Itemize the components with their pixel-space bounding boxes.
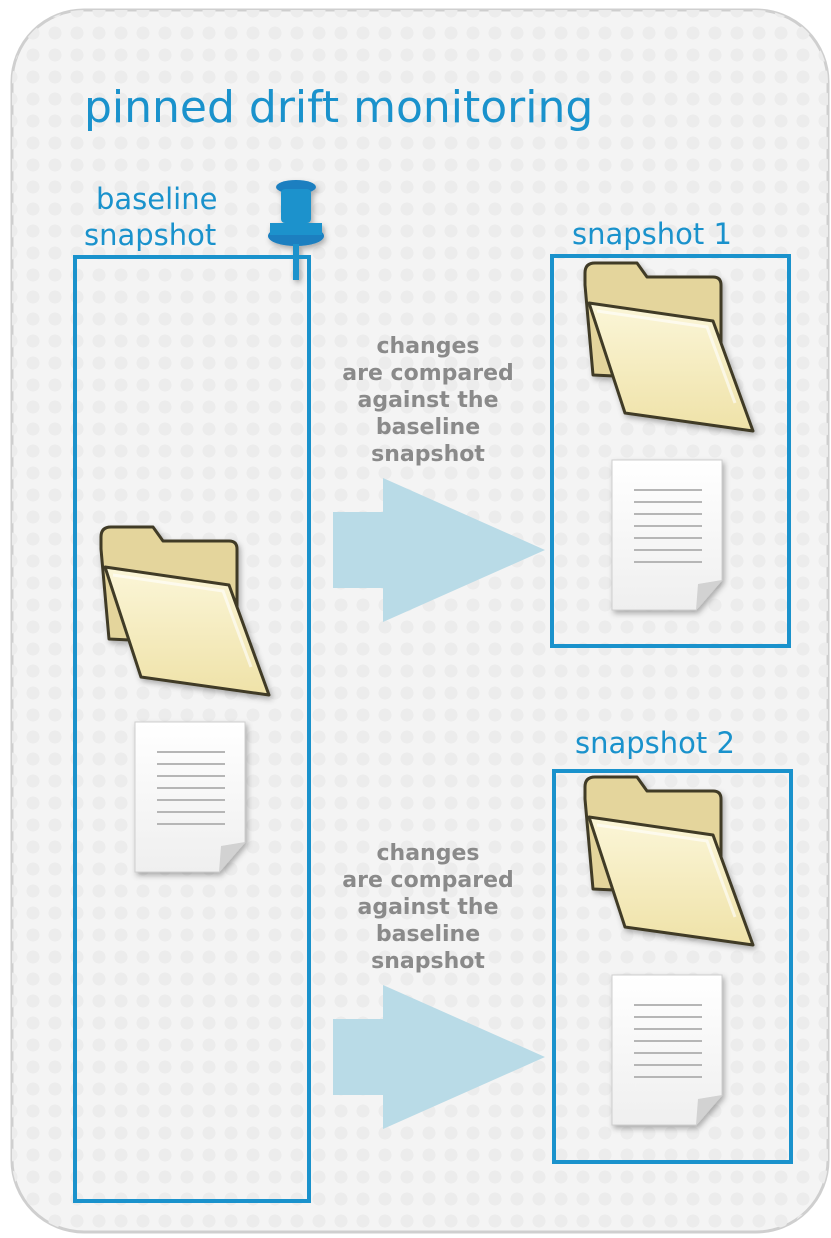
note-line: snapshot bbox=[371, 442, 485, 467]
note-line: changes bbox=[377, 841, 480, 866]
comparison-note-2: changes are compared against the baselin… bbox=[342, 841, 513, 974]
snapshot-2-label: snapshot 2 bbox=[575, 726, 735, 760]
pushpin-icon bbox=[268, 180, 324, 280]
snapshot-1-box bbox=[550, 254, 791, 648]
baseline-snapshot-box bbox=[73, 255, 311, 1203]
note-line: against the bbox=[357, 388, 498, 413]
document-icon bbox=[134, 721, 246, 873]
note-line: baseline bbox=[376, 922, 480, 947]
document-icon bbox=[611, 459, 723, 611]
note-line: are compared bbox=[342, 361, 513, 386]
note-line: are compared bbox=[342, 868, 513, 893]
note-line: against the bbox=[357, 895, 498, 920]
baseline-label-line1: baseline bbox=[96, 182, 217, 216]
baseline-label-line2: snapshot bbox=[84, 218, 216, 252]
snapshot-2-box bbox=[552, 769, 793, 1164]
document-icon bbox=[611, 974, 723, 1126]
note-line: baseline bbox=[376, 415, 480, 440]
note-line: snapshot bbox=[371, 949, 485, 974]
snapshot-1-label: snapshot 1 bbox=[572, 217, 732, 251]
diagram-title: pinned drift monitoring bbox=[84, 82, 593, 133]
comparison-note-1: changes are compared against the baselin… bbox=[342, 334, 513, 467]
note-line: changes bbox=[377, 334, 480, 359]
